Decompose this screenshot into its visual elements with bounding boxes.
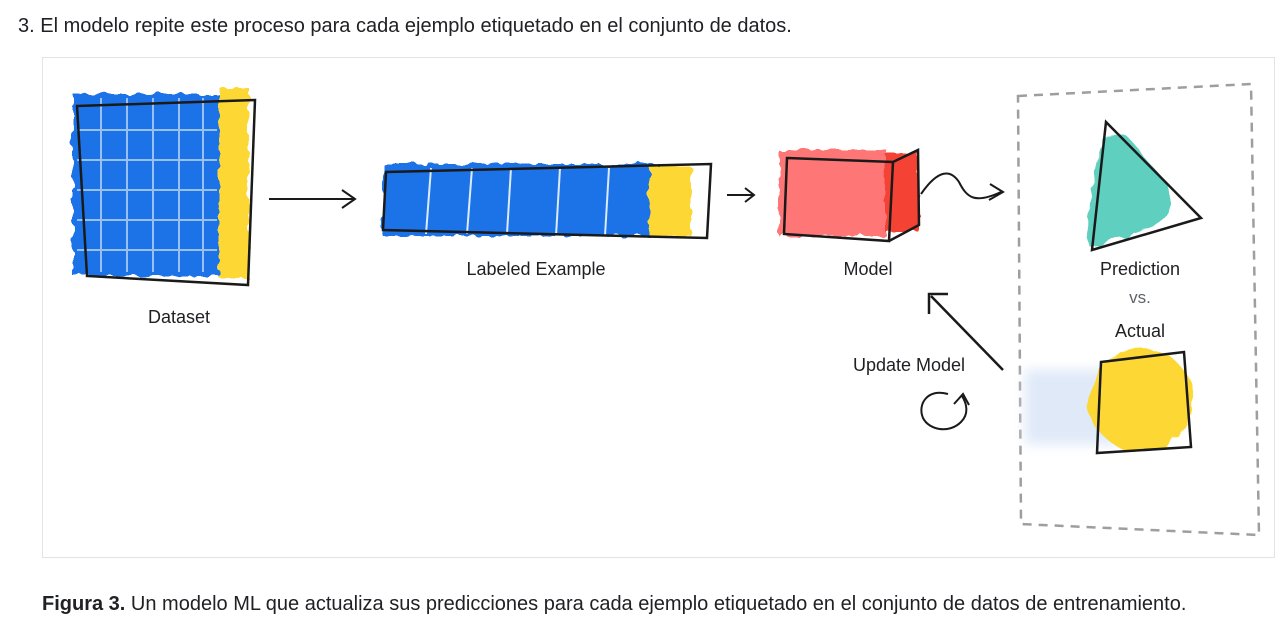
example-outline <box>381 162 713 240</box>
example-yellow-fill <box>649 166 691 236</box>
model-front-fill <box>779 150 887 236</box>
step-text: 3. El modelo repite este proceso para ca… <box>18 15 792 37</box>
caption-text: Un modelo ML que actualiza sus prediccio… <box>125 593 1187 615</box>
arrow-to-prediction <box>920 172 1005 201</box>
prediction-teal-fill <box>1087 132 1172 247</box>
dataset-yellow-fill <box>219 88 249 278</box>
model-graphic <box>779 148 921 243</box>
labeled-example-graphic <box>381 162 713 240</box>
example-dividers <box>425 167 610 237</box>
example-blue-fill <box>383 164 659 236</box>
arrow-to-model <box>727 187 756 203</box>
model-outline <box>782 148 921 243</box>
actual-graphic <box>1025 348 1193 455</box>
dataset-label: Dataset <box>147 307 211 327</box>
dataset-grid <box>77 98 217 272</box>
figure-diagram: Dataset Labeled Example Model Prediction… <box>42 57 1275 558</box>
prediction-graphic <box>1087 119 1204 252</box>
update-model-label: Update Model <box>852 355 966 375</box>
training-loop-diagram <box>73 82 1261 537</box>
figure-caption: Figura 3. Un modelo ML que actualiza sus… <box>42 590 1186 618</box>
dataset-graphic <box>73 88 257 287</box>
caption-label: Figura 3. <box>42 593 126 615</box>
prediction-outline <box>1090 119 1204 252</box>
actual-outline <box>1095 350 1193 455</box>
actual-yellow-fill <box>1089 348 1193 452</box>
actual-label: Actual <box>1114 321 1166 341</box>
dataset-outline <box>75 98 257 287</box>
vs-label: vs. <box>1129 288 1151 307</box>
model-label: Model <box>843 259 893 279</box>
arrow-update-model <box>927 292 1004 371</box>
arrow-to-example <box>269 189 357 209</box>
labeled-example-label: Labeled Example <box>466 259 606 279</box>
prediction-label: Prediction <box>1099 259 1181 279</box>
dataset-blue-fill <box>73 94 221 276</box>
refresh-icon <box>920 391 970 431</box>
